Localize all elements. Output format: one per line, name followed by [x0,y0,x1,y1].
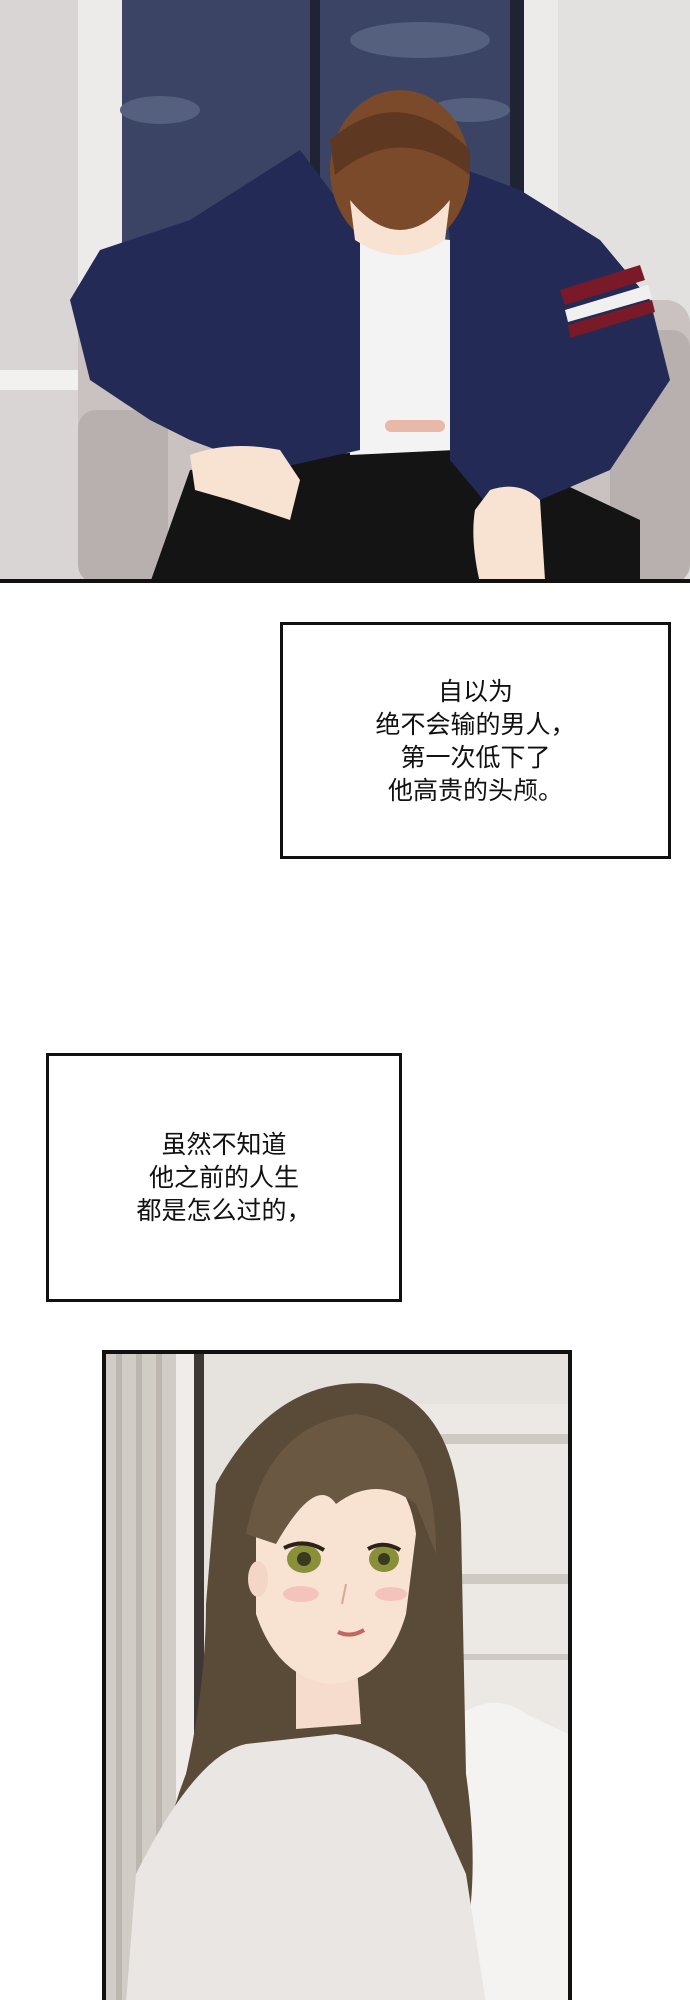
narration-line: 自以为 [437,676,513,706]
narration-line: 他之前的人生 [148,1163,299,1192]
narration-line: 第一次低下了 [400,742,551,772]
narration-text-2: 虽然不知道 他之前的人生 都是怎么过的， [136,1128,311,1227]
comic-panel-woman [102,1350,572,2000]
narration-box-2: 虽然不知道 他之前的人生 都是怎么过的， [46,1053,402,1302]
illustration-woman [106,1354,568,2000]
narration-line: 都是怎么过的， [136,1196,312,1225]
narration-text-1: 自以为 绝不会输的男人， 第一次低下了 他高贵的头颅。 [375,675,575,807]
illustration-man [0,0,690,579]
narration-line: 虽然不知道 [161,1130,287,1159]
narration-line: 他高贵的头颅。 [387,775,563,805]
comic-panel-man-bowing [0,0,690,583]
narration-box-1: 自以为 绝不会输的男人， 第一次低下了 他高贵的头颅。 [280,622,671,859]
narration-line: 绝不会输的男人， [375,709,576,739]
